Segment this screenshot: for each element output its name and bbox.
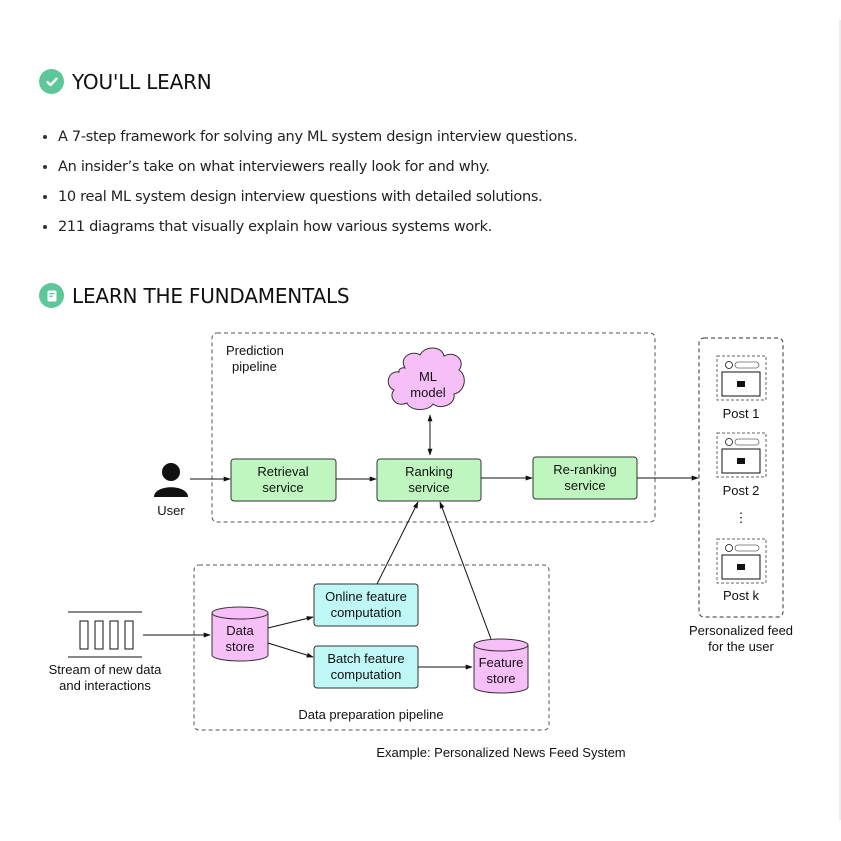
ml-model-label: ML [419, 369, 437, 384]
ranking-service-label: service [408, 480, 449, 495]
stream-icon [68, 611, 142, 658]
more-posts-ellipsis: ⋮ [735, 510, 748, 525]
data-store-label: store [226, 639, 255, 654]
ml-model-cloud [387, 347, 465, 410]
personalized-feed-container [698, 337, 784, 618]
stream-caption: and interactions [59, 678, 151, 693]
retrieval-service-label: service [262, 480, 303, 495]
post-card [716, 432, 767, 478]
retrieval-service-label: Retrieval [257, 464, 308, 479]
user-label: User [157, 503, 185, 518]
video-icon [737, 458, 745, 464]
online-feature-label: Online feature [325, 589, 407, 604]
post-label: Post k [723, 588, 760, 603]
prediction-pipeline-label: Prediction [226, 343, 284, 358]
featurestore-ranking-arrow [439, 501, 492, 640]
post-label: Post 2 [723, 483, 760, 498]
book-icon [39, 283, 64, 308]
datastore-batch-arrow [267, 642, 314, 658]
learn-item: 10 real ML system design interview quest… [38, 182, 577, 212]
learn-item: An insider’s take on what interviewers r… [38, 152, 577, 182]
online-ranking-arrow [376, 501, 419, 585]
data-store-label: Data [226, 623, 254, 638]
prediction-pipeline-container [211, 332, 656, 523]
check-circle-icon [39, 69, 64, 94]
ranking-service-box [376, 458, 482, 502]
post-card [716, 538, 767, 584]
user-icon [154, 463, 188, 497]
datastore-online-arrow [267, 616, 314, 629]
ranking-service-label: Ranking [405, 464, 453, 479]
data-prep-pipeline-label: Data preparation pipeline [298, 707, 443, 722]
fundamentals-title: LEARN THE FUNDAMENTALS [72, 283, 350, 308]
feature-store-label: Feature [479, 655, 524, 670]
stream-caption: Stream of new data [49, 662, 162, 677]
post-label: Post 1 [723, 406, 760, 421]
data-store-cylinder [211, 606, 269, 662]
learn-list: A 7-step framework for solving any ML sy… [38, 122, 578, 242]
batch-feature-label: Batch feature [327, 651, 404, 666]
feature-store-cylinder [473, 638, 529, 694]
learn-item: 211 diagrams that visually explain how v… [38, 212, 577, 242]
prediction-pipeline-label: pipeline [232, 359, 277, 374]
video-icon [737, 564, 745, 570]
ml-model-label: model [410, 385, 446, 400]
youll-learn-title: YOU'LL LEARN [72, 69, 212, 94]
online-feature-box [313, 583, 419, 627]
retrieval-service-box [230, 458, 337, 502]
batch-feature-label: computation [331, 667, 402, 682]
feed-caption: for the user [708, 639, 774, 654]
reranking-service-label: service [564, 478, 605, 493]
feed-caption: Personalized feed [689, 623, 793, 638]
post-card [716, 355, 767, 401]
diagram-caption: Example: Personalized News Feed System [376, 745, 625, 760]
youll-learn-header: YOU'LL LEARN [39, 69, 212, 94]
reranking-service-label: Re-ranking [553, 462, 617, 477]
feature-store-label: store [487, 671, 516, 686]
learn-item: A 7-step framework for solving any ML sy… [38, 122, 578, 152]
fundamentals-header: LEARN THE FUNDAMENTALS [39, 283, 350, 308]
online-feature-label: computation [331, 605, 402, 620]
page-edge-divider [839, 20, 841, 820]
data-prep-pipeline-container [193, 564, 550, 731]
video-icon [737, 381, 745, 387]
